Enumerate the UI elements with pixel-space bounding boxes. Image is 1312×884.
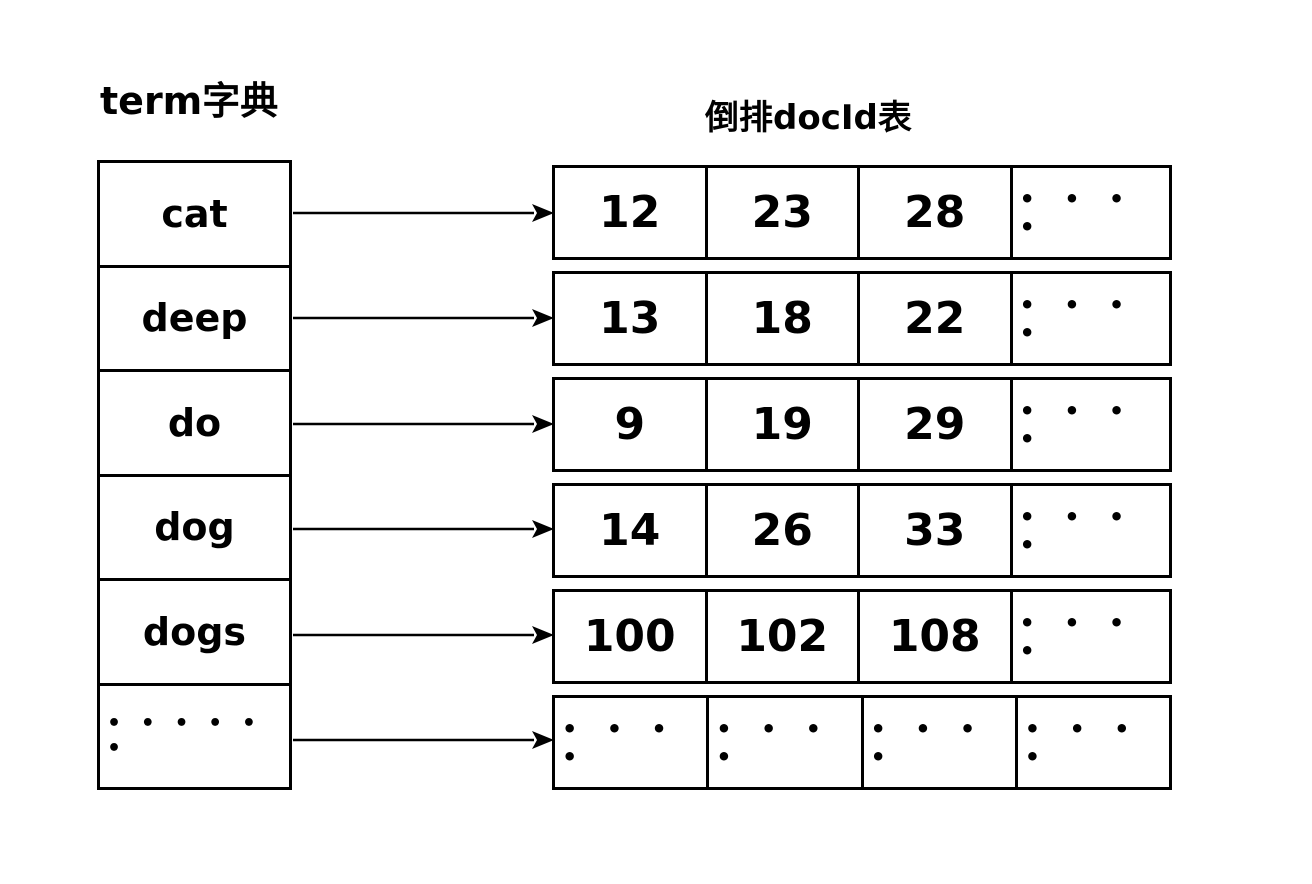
term-cell-dog: dog bbox=[100, 473, 289, 579]
docid-cell: 26 bbox=[704, 486, 858, 575]
inverted-docid-table-title: 倒排docId表 bbox=[705, 98, 912, 138]
postings-row-deep: 13 18 22 • • • • bbox=[552, 271, 1172, 366]
term-dictionary-column: cat deep do dog dogs • • • • • • bbox=[97, 160, 292, 790]
term-cell-dogs: dogs bbox=[100, 578, 289, 683]
docid-cell-ellipsis: • • • • bbox=[1009, 380, 1170, 469]
docid-cell-ellipsis: • • • • bbox=[1009, 168, 1170, 257]
term-cell-do: do bbox=[100, 369, 289, 474]
docid-cell-ellipsis: • • • • bbox=[1009, 274, 1170, 363]
docid-cell: 29 bbox=[857, 380, 1010, 469]
docid-cell: 33 bbox=[857, 486, 1010, 575]
postings-row-cat: 12 23 28 • • • • bbox=[552, 165, 1172, 260]
arrow-deep bbox=[293, 309, 554, 327]
docid-cell: 19 bbox=[704, 380, 858, 469]
arrow-cat bbox=[293, 204, 554, 222]
docid-cell: 23 bbox=[704, 168, 858, 257]
postings-row-ellipsis: • • • • • • • • • • • • • • • • bbox=[552, 695, 1172, 790]
arrow-dog bbox=[293, 520, 554, 538]
term-cell-cat: cat bbox=[161, 191, 228, 236]
docid-cell: 13 bbox=[599, 293, 661, 344]
docid-cell-ellipsis: • • • • bbox=[1014, 698, 1169, 787]
postings-row-do: 9 19 29 • • • • bbox=[552, 377, 1172, 472]
arrow-ellipsis bbox=[293, 731, 554, 749]
postings-row-dogs: 100 102 108 • • • • bbox=[552, 589, 1172, 684]
docid-cell-ellipsis: • • • • bbox=[562, 714, 674, 771]
term-dictionary-title: term字典 bbox=[100, 79, 279, 123]
docid-cell-ellipsis: • • • • bbox=[860, 698, 1015, 787]
arrow-do bbox=[293, 415, 554, 433]
arrow-dogs bbox=[293, 626, 554, 644]
term-cell-ellipsis: • • • • • • bbox=[100, 682, 289, 788]
docid-cell: 14 bbox=[599, 505, 661, 556]
docid-cell: 9 bbox=[614, 399, 646, 450]
docid-cell: 108 bbox=[857, 592, 1010, 681]
docid-cell: 22 bbox=[857, 274, 1010, 363]
docid-cell: 18 bbox=[704, 274, 858, 363]
docid-cell: 100 bbox=[583, 611, 676, 662]
docid-cell: 28 bbox=[857, 168, 1010, 257]
term-cell-deep: deep bbox=[100, 264, 289, 370]
docid-cell: 102 bbox=[704, 592, 858, 681]
docid-cell-ellipsis: • • • • bbox=[1009, 486, 1170, 575]
docid-cell-ellipsis: • • • • bbox=[706, 698, 860, 787]
docid-cell: 12 bbox=[599, 187, 661, 238]
postings-row-dog: 14 26 33 • • • • bbox=[552, 483, 1172, 578]
docid-cell-ellipsis: • • • • bbox=[1009, 592, 1170, 681]
